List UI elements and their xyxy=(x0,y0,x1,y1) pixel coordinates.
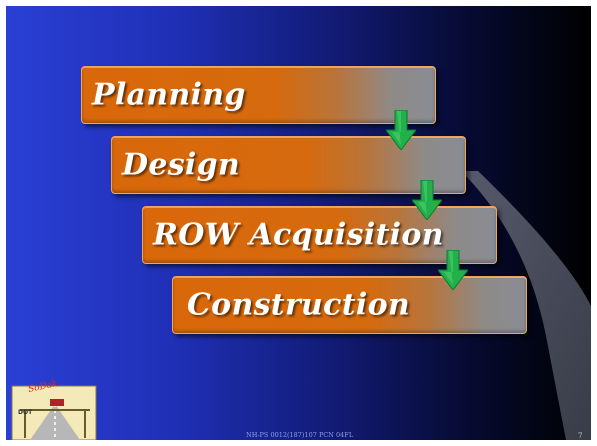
slide-number: 7 xyxy=(578,432,583,440)
step-label-construction: Construction xyxy=(187,287,411,323)
logo-badge-text: DOT xyxy=(18,409,33,416)
step-bar-construction: Construction xyxy=(172,276,527,334)
step-bar-row-acquisition: ROW Acquisition xyxy=(142,206,497,264)
down-arrow-icon xyxy=(412,180,442,220)
step-label-planning: Planning xyxy=(92,77,246,113)
light-beam-shape xyxy=(461,171,591,440)
step-label-row-acquisition: ROW Acquisition xyxy=(153,217,444,253)
down-arrow-icon xyxy=(438,250,468,290)
slide: Planning Design ROW Acquisition Construc… xyxy=(6,6,591,440)
footer-project-code: NH-PS 0012(187)107 PCN 04FL xyxy=(246,431,354,439)
down-arrow-icon xyxy=(386,110,416,150)
step-label-design: Design xyxy=(122,147,240,183)
sd-dot-logo xyxy=(11,385,97,440)
step-bar-design: Design xyxy=(111,136,466,194)
step-bar-planning: Planning xyxy=(81,66,436,124)
